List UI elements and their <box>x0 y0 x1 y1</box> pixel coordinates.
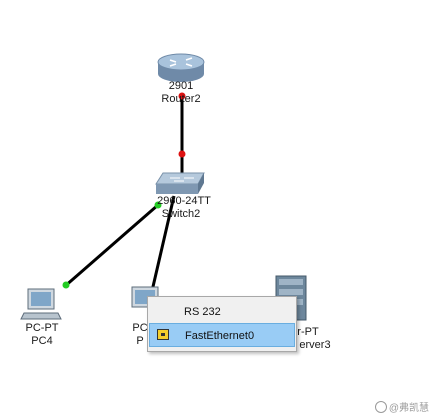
pc5-model-label: PC <box>132 322 148 334</box>
link-status-dot <box>62 281 70 289</box>
switch-model-label: 2960-24TT <box>157 195 211 207</box>
router-model-label: 2901 <box>168 80 194 92</box>
link-switch-pc4[interactable] <box>63 203 159 289</box>
watermark-text: @弗凯慧 <box>388 403 429 414</box>
pc4-model-label: PC-PT <box>25 322 59 334</box>
menu-item-rs232[interactable]: RS 232 <box>149 300 295 324</box>
switch-icon[interactable] <box>155 172 205 194</box>
link-status-dot <box>154 201 162 209</box>
server-name-label: erver3 <box>299 339 331 351</box>
menu-item-fastethernet0[interactable]: FastEthernet0 <box>149 323 295 347</box>
watermark-icon <box>374 401 387 413</box>
ethernet-port-icon <box>157 329 169 340</box>
router-icon[interactable] <box>157 53 205 82</box>
router-name-label: Router2 <box>161 93 201 105</box>
switch-name-label: Switch2 <box>161 208 201 220</box>
pc-icon[interactable] <box>20 288 62 320</box>
link-status-dot <box>178 150 186 158</box>
port-context-menu: RS 232 FastEthernet0 <box>147 296 297 352</box>
watermark: @弗凯慧 <box>374 399 429 414</box>
link-switch-pc5[interactable] <box>150 195 176 292</box>
link-status-dot <box>178 92 186 100</box>
menu-item-label: RS 232 <box>184 306 221 318</box>
pc5-name-label: P <box>136 335 144 347</box>
server-model-label: r-PT <box>297 326 319 338</box>
menu-item-label: FastEthernet0 <box>185 330 255 342</box>
pc4-name-label: PC4 <box>31 335 53 347</box>
